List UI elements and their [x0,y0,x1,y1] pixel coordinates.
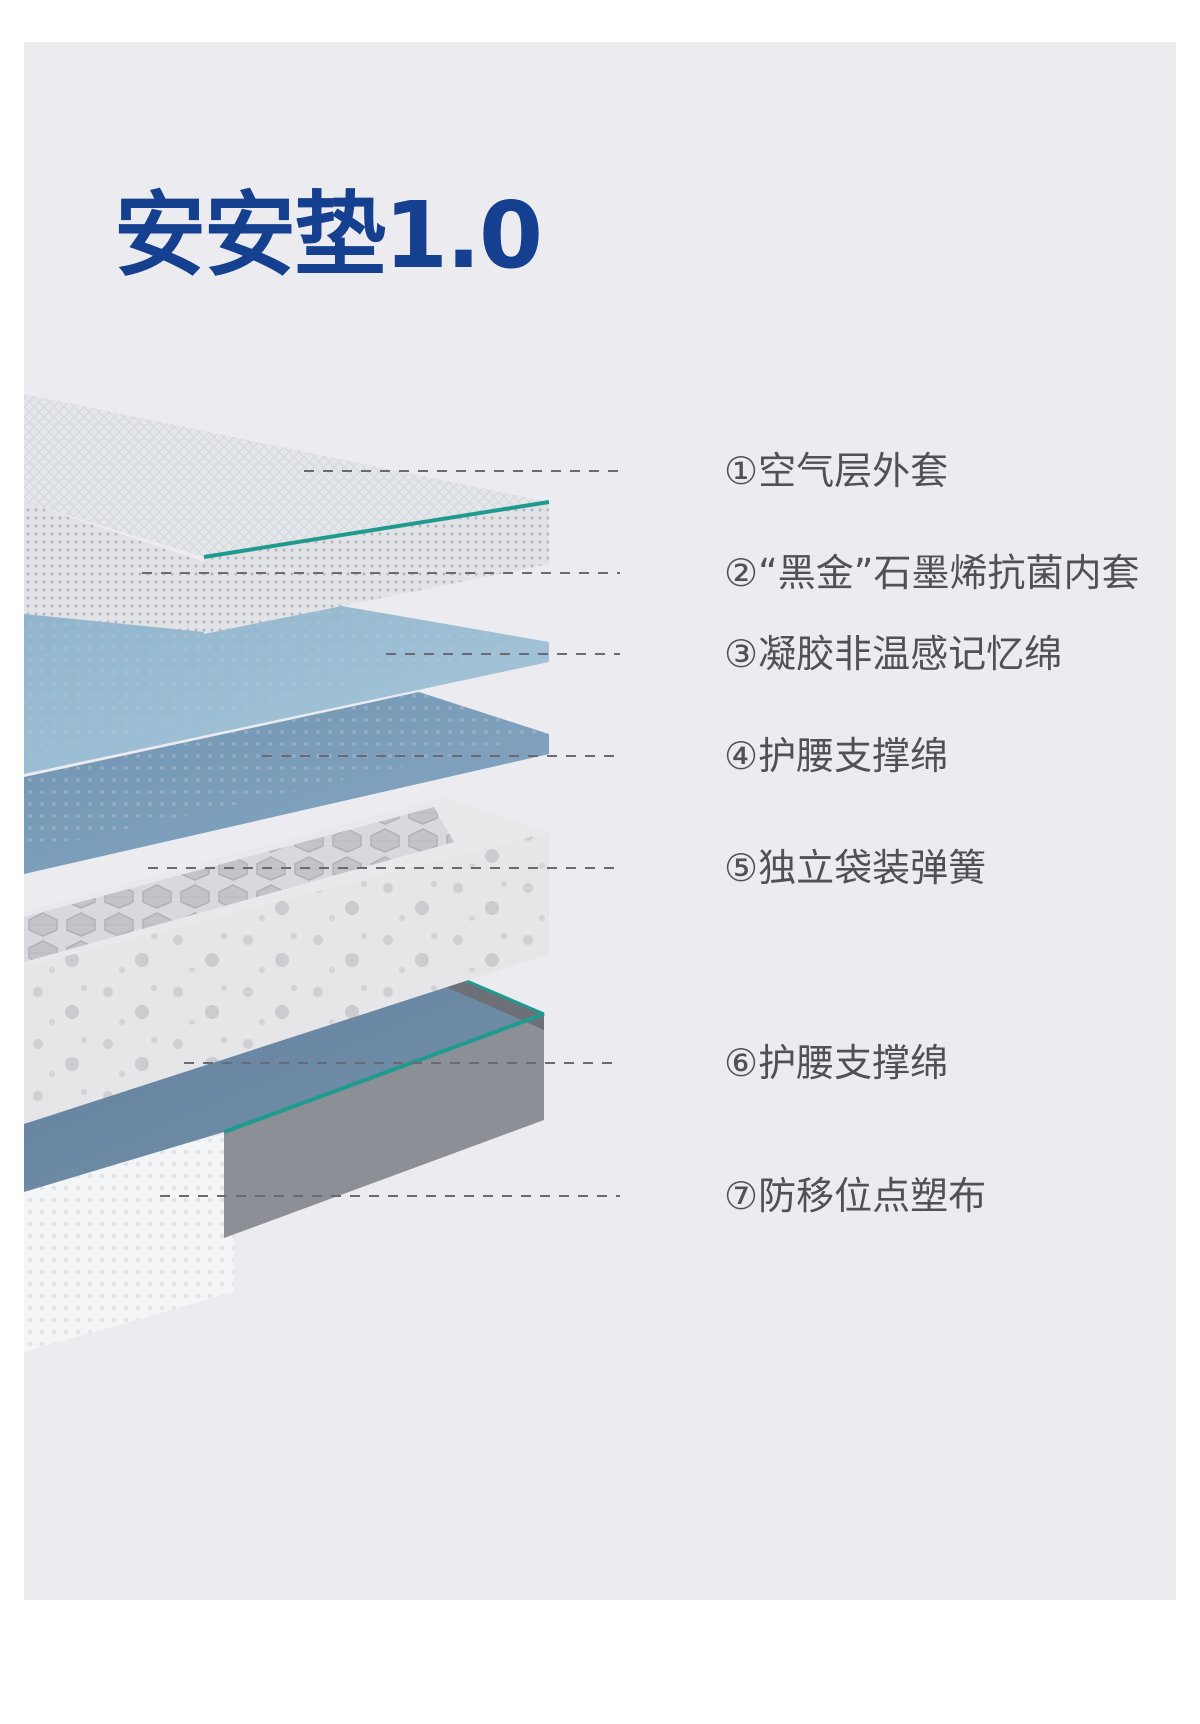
mattress-layer-illustration [24,394,620,1352]
page-title: 安安垫1.0 [114,182,543,289]
layer-label-4: ④护腰支撑绵 [724,734,949,778]
product-panel: 安安垫1.0 [24,42,1176,1600]
layer-label-5: ⑤独立袋装弹簧 [724,846,987,890]
layer-7-anti-slip-cloth [24,1132,234,1352]
layer-4-waist-support-foam [24,692,549,874]
layer-label-7: ⑦防移位点塑布 [724,1174,987,1218]
layer-1-air-outer-cover [24,394,550,634]
layer-label-6: ⑥护腰支撑绵 [724,1041,949,1085]
layer-5-pocket-springs [24,797,549,1124]
layer-label-3: ③凝胶非温感记忆绵 [724,632,1063,676]
layer-label-1: ①空气层外套 [724,449,949,493]
layer-6-lower-support-foam [24,965,545,1238]
leader-lines [142,470,620,1197]
layer-2-graphene-inner-cover [24,502,204,632]
layer-label-2: ②“黑金”石墨烯抗菌内套 [724,551,1140,595]
